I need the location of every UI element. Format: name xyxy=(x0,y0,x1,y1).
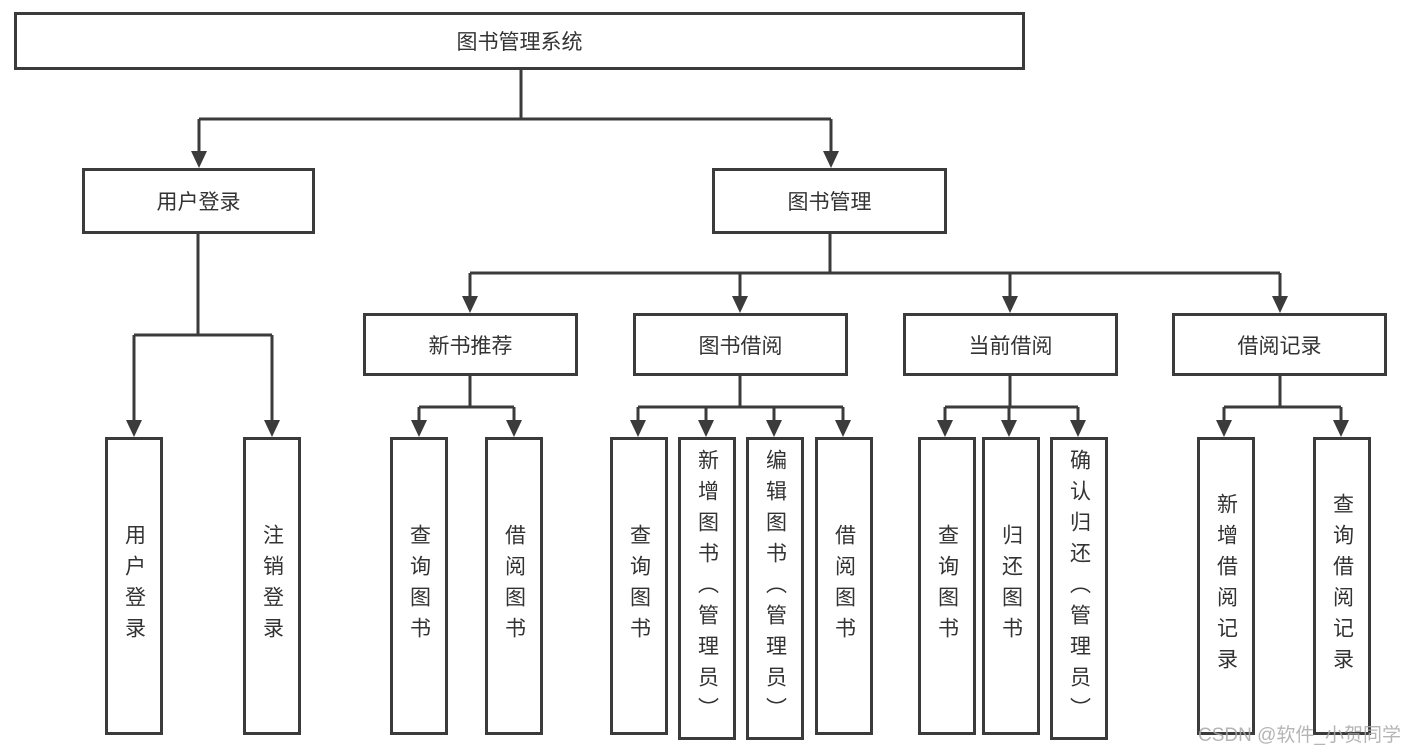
leaf-query-books-recommend: 查询图书 xyxy=(390,437,448,735)
node-book-borrowing-label: 图书借阅 xyxy=(698,334,783,358)
leaf-edit-books-admin: 编辑图书（管理员） xyxy=(746,437,804,740)
leaf-confirm-return-admin-label: 确认归还（管理员） xyxy=(1067,449,1091,728)
leaf-borrow-books-borrowing-label: 借阅图书 xyxy=(832,524,856,648)
leaf-query-borrow-record: 查询借阅记录 xyxy=(1313,437,1371,735)
node-book-management: 图书管理 xyxy=(712,168,947,234)
node-new-book-recommendation-label: 新书推荐 xyxy=(428,334,513,358)
leaf-logout-label: 注销登录 xyxy=(260,524,284,648)
leaf-borrow-books-borrowing: 借阅图书 xyxy=(815,437,873,735)
leaf-add-borrow-record: 新增借阅记录 xyxy=(1197,437,1255,735)
leaf-query-borrow-record-label: 查询借阅记录 xyxy=(1330,493,1354,679)
leaf-borrow-books-recommend: 借阅图书 xyxy=(485,437,543,735)
node-book-management-label: 图书管理 xyxy=(787,191,872,214)
node-new-book-recommendation: 新书推荐 xyxy=(363,313,578,376)
leaf-user-login: 用户登录 xyxy=(105,437,163,735)
leaf-add-books-admin: 新增图书（管理员） xyxy=(678,437,736,740)
leaf-query-books-recommend-label: 查询图书 xyxy=(407,524,431,648)
leaf-return-books-label: 归还图书 xyxy=(999,524,1023,648)
arrowheads xyxy=(126,151,1349,437)
node-current-borrowing: 当前借阅 xyxy=(903,313,1118,376)
node-borrowing-records-label: 借阅记录 xyxy=(1237,334,1322,358)
leaf-logout: 注销登录 xyxy=(243,437,301,735)
node-root-label: 图书管理系统 xyxy=(456,31,583,54)
node-root: 图书管理系统 xyxy=(14,12,1025,70)
leaf-return-books: 归还图书 xyxy=(982,437,1040,735)
leaf-confirm-return-admin: 确认归还（管理员） xyxy=(1050,437,1108,740)
leaf-user-login-label: 用户登录 xyxy=(122,524,146,648)
connector-path xyxy=(132,70,1343,421)
leaf-query-books-current-label: 查询图书 xyxy=(935,524,959,648)
leaf-add-borrow-record-label: 新增借阅记录 xyxy=(1214,493,1238,679)
leaf-borrow-books-recommend-label: 借阅图书 xyxy=(502,524,526,648)
leaf-query-books-current: 查询图书 xyxy=(918,437,976,735)
csdn-watermark: CSDN @软件_小贺同学 xyxy=(1198,725,1401,746)
node-user-login-label: 用户登录 xyxy=(156,191,241,214)
node-borrowing-records: 借阅记录 xyxy=(1172,313,1387,376)
leaf-edit-books-admin-label: 编辑图书（管理员） xyxy=(763,449,787,728)
leaf-add-books-admin-label: 新增图书（管理员） xyxy=(695,449,719,728)
node-book-borrowing: 图书借阅 xyxy=(633,313,848,376)
leaf-query-books-borrowing: 查询图书 xyxy=(610,437,668,735)
node-user-login: 用户登录 xyxy=(82,168,315,234)
leaf-query-books-borrowing-label: 查询图书 xyxy=(627,524,651,648)
node-current-borrowing-label: 当前借阅 xyxy=(968,334,1053,358)
